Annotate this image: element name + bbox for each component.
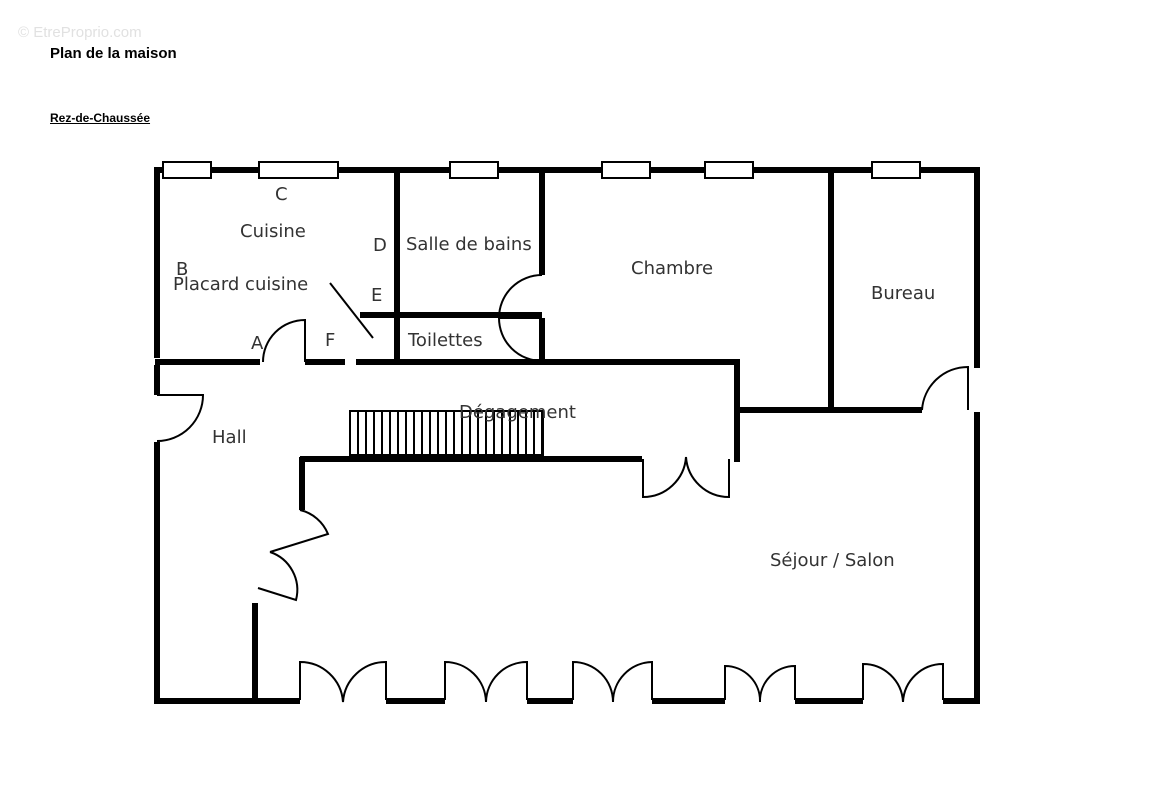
window <box>162 161 212 179</box>
door-sejour-double <box>642 456 730 499</box>
door-hall-entry <box>156 394 205 442</box>
door-bureau <box>921 365 969 411</box>
marker-d: D <box>373 235 387 256</box>
marker-f: F <box>325 330 335 351</box>
door-placard <box>329 282 374 339</box>
staircase <box>349 410 544 456</box>
door-salle-de-bains <box>498 317 543 362</box>
marker-e: E <box>371 285 382 306</box>
room-label-chambre: Chambre <box>631 258 713 279</box>
door-french-5 <box>862 662 944 703</box>
room-label-hall: Hall <box>212 427 247 448</box>
room-label-cuisine: Cuisine <box>240 221 306 242</box>
window <box>258 161 339 179</box>
door-sejour-hall <box>257 509 330 602</box>
room-label-bureau: Bureau <box>871 283 935 304</box>
door-french-4 <box>724 664 796 703</box>
interior-walls <box>155 170 922 704</box>
door-toilettes <box>497 274 543 319</box>
marker-b: B <box>176 259 188 280</box>
window <box>601 161 651 179</box>
window <box>449 161 499 179</box>
plan-markers: C B D E A F <box>176 184 387 354</box>
watermark: © EtreProprio.com <box>18 24 142 41</box>
marker-c: C <box>275 184 288 205</box>
room-label-salle-de-bains: Salle de bains <box>406 234 532 255</box>
marker-a: A <box>251 333 264 354</box>
window <box>704 161 754 179</box>
room-label-placard-cuisine: Placard cuisine <box>173 274 308 295</box>
door-french-2 <box>444 660 528 703</box>
windows <box>162 161 921 179</box>
doors <box>156 274 969 703</box>
door-french-1 <box>299 660 387 703</box>
room-labels: Cuisine Placard cuisine Salle de bains C… <box>173 221 935 571</box>
room-label-degagement: Dégagement <box>459 402 576 423</box>
room-label-sejour-salon: Séjour / Salon <box>770 550 895 571</box>
door-french-3 <box>572 660 653 703</box>
outer-walls <box>154 167 980 704</box>
page-title: Plan de la maison <box>50 45 177 62</box>
room-label-toilettes: Toilettes <box>407 330 483 351</box>
window <box>871 161 921 179</box>
door-cuisine <box>262 318 306 363</box>
floor-subtitle: Rez-de-Chaussée <box>50 111 151 125</box>
